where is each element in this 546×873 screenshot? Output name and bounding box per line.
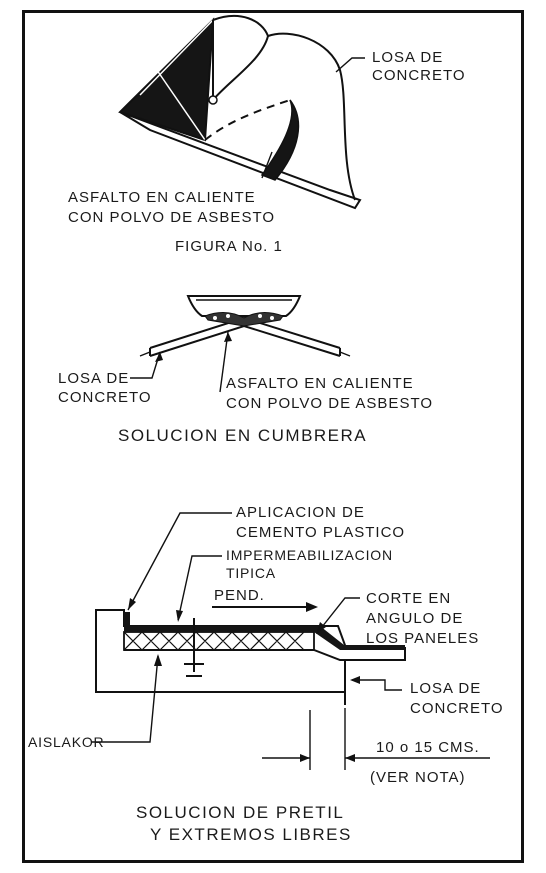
fig1-asfalto-line2: CON POLVO DE ASBESTO xyxy=(68,209,275,226)
pretil-corte-line2: ANGULO DE xyxy=(366,610,463,627)
pretil-dim: 10 o 15 CMS. xyxy=(376,739,480,756)
pretil-nota: (VER NOTA) xyxy=(370,769,466,786)
leader-losa-cumbrera xyxy=(130,351,161,379)
leader-losa-pretil xyxy=(352,679,402,691)
cumbrera-asfalto-line2: CON POLVO DE ASBESTO xyxy=(226,395,433,412)
pretil-corte-line3: LOS PANELES xyxy=(366,630,479,647)
fig1-losa-line1: LOSA DE xyxy=(372,49,443,66)
drawing-frame xyxy=(22,10,524,863)
figure-1-drawing xyxy=(118,15,362,210)
fig1-asfalto-line1: ASFALTO EN CALIENTE xyxy=(68,189,256,206)
leader-asfalto-fig1 xyxy=(261,151,273,179)
pretil-corte-line1: CORTE EN xyxy=(366,590,451,607)
slope-arrow-head xyxy=(306,602,318,612)
pretil-pend: PEND. xyxy=(214,587,265,604)
leader-asfalto-cumbrera xyxy=(219,331,229,393)
pretil-imper-line2: TIPICA xyxy=(226,565,276,581)
leader-cemento xyxy=(127,512,232,611)
pretil-losa-line2: CONCRETO xyxy=(410,700,504,717)
pretil-caption-line2: Y EXTREMOS LIBRES xyxy=(150,825,352,844)
pretil-cemento-line1: APLICACION DE xyxy=(236,504,365,521)
pretil-cemento-line2: CEMENTO PLASTICO xyxy=(236,524,405,541)
leader-corte xyxy=(317,597,360,633)
leader-aislakor xyxy=(92,655,159,743)
pretil-caption-line1: SOLUCION DE PRETIL xyxy=(136,803,344,822)
leader-losa-fig1 xyxy=(335,57,365,73)
pretil-losa-line1: LOSA DE xyxy=(410,680,481,697)
cumbrera-losa-line1: LOSA DE xyxy=(58,370,129,387)
cumbrera-caption: SOLUCION EN CUMBRERA xyxy=(118,426,367,445)
fig1-caption: FIGURA No. 1 xyxy=(175,238,283,255)
cumbrera-drawing xyxy=(139,295,351,357)
pretil-drawing xyxy=(95,609,406,705)
pretil-imper-line1: IMPERMEABILIZACION xyxy=(226,547,393,563)
pretil-aislakor: AISLAKOR xyxy=(28,734,104,750)
cumbrera-asfalto-line1: ASFALTO EN CALIENTE xyxy=(226,375,414,392)
fig1-losa-line2: CONCRETO xyxy=(372,67,466,84)
cumbrera-losa-line2: CONCRETO xyxy=(58,389,152,406)
leader-imper xyxy=(177,555,222,621)
